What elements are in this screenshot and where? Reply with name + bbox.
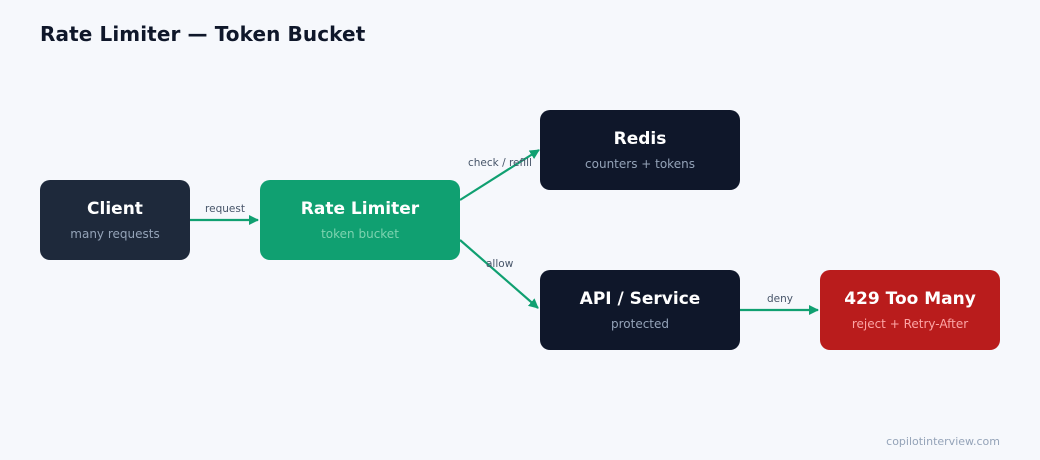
node-api-service-subtitle: protected [610, 317, 670, 331]
edge-allow [459, 239, 539, 309]
node-rate-limiter-title: Rate Limiter [300, 199, 420, 219]
edge-label-allow: allow [486, 258, 514, 270]
edge-label-deny: deny [767, 293, 793, 305]
node-client: Client many requests [40, 180, 190, 260]
footer-watermark: copilotinterview.com [886, 435, 1000, 448]
node-429-too-many: 429 Too Many reject + Retry-After [820, 270, 1000, 350]
node-rate-limiter-subtitle: token bucket [321, 227, 399, 241]
node-redis-title: Redis [613, 129, 667, 149]
node-api-service-title: API / Service [579, 289, 701, 309]
node-redis-subtitle: counters + tokens [585, 157, 695, 171]
node-client-subtitle: many requests [70, 227, 160, 241]
node-429-too-many-title: 429 Too Many [844, 289, 976, 309]
node-rate-limiter: Rate Limiter token bucket [260, 180, 460, 260]
diagram-title: Rate Limiter — Token Bucket [40, 22, 366, 46]
edge-check-refill [459, 149, 540, 201]
node-api-service: API / Service protected [540, 270, 740, 350]
node-client-title: Client [87, 199, 143, 219]
edge-label-check-refill: check / refill [468, 157, 532, 169]
node-429-too-many-subtitle: reject + Retry-After [851, 317, 969, 331]
node-redis: Redis counters + tokens [540, 110, 740, 190]
edge-label-request: request [205, 203, 245, 215]
